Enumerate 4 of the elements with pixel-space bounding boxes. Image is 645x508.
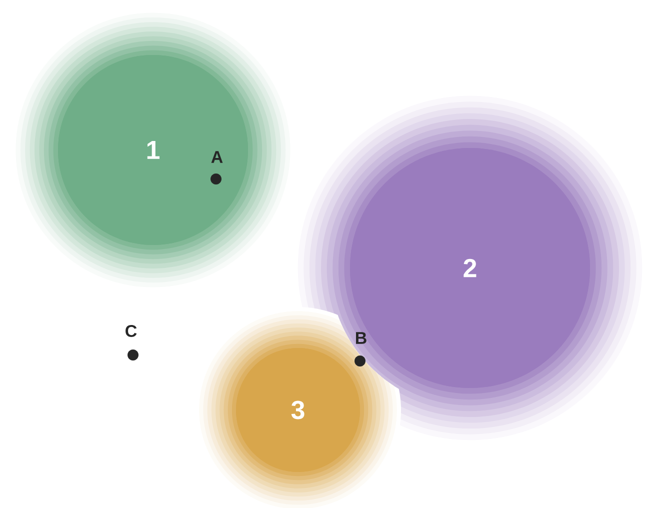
node-label: 3	[291, 400, 304, 420]
point-label: A	[211, 151, 223, 163]
point-label: C	[126, 324, 137, 337]
point-label: B	[356, 332, 366, 344]
